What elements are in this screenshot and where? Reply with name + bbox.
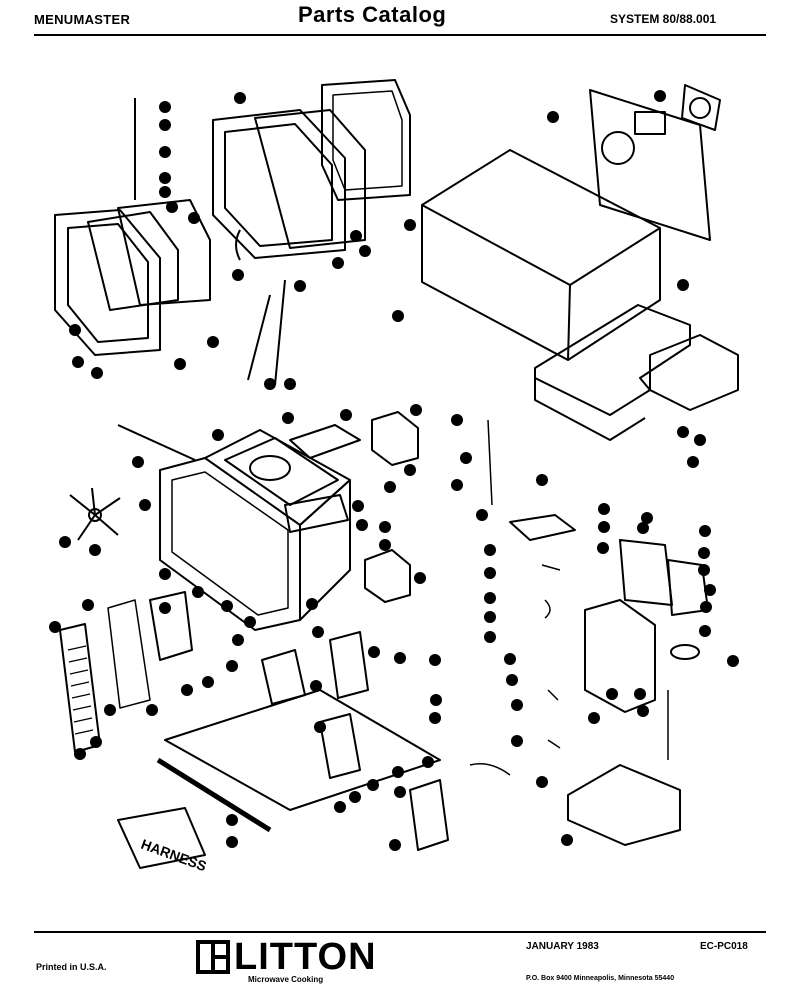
brand-name: MENUMASTER: [34, 12, 131, 27]
catalog-code: EC-PC018: [700, 941, 748, 952]
company-address: P.O. Box 9400 Minneapolis, Minnesota 554…: [526, 975, 675, 982]
logo-text: LITTON: [234, 936, 377, 978]
catalog-date: JANUARY 1983: [526, 941, 599, 952]
oven-cavity: [117, 424, 361, 631]
litton-logo-mark-icon: [196, 940, 230, 974]
page-header: MENUMASTER Parts Catalog SYSTEM 80/88.00…: [0, 0, 800, 40]
system-number: SYSTEM 80/88.001: [610, 12, 717, 26]
callout-bubbles: [49, 90, 739, 851]
base-plate: [156, 631, 449, 851]
control-panel: [59, 591, 193, 753]
base-pan: [534, 304, 739, 441]
header-rule: [34, 34, 766, 36]
outer-cabinet: [421, 84, 721, 361]
small-parts: [469, 419, 669, 776]
transformer-bracket: [509, 514, 709, 846]
stirrer-fan: [69, 487, 121, 541]
page-title: Parts Catalog: [298, 2, 447, 27]
footer-rule: [34, 931, 766, 933]
door-assembly: [54, 79, 411, 386]
magnetron: [364, 411, 419, 603]
logo-subtitle: Microwave Cooking: [248, 975, 324, 984]
printed-in-label: Printed in U.S.A.: [36, 962, 107, 972]
litton-logo: LITTON: [196, 938, 377, 976]
wire-harness: [117, 807, 206, 869]
exploded-parts-diagram: HARNESS: [49, 79, 739, 874]
